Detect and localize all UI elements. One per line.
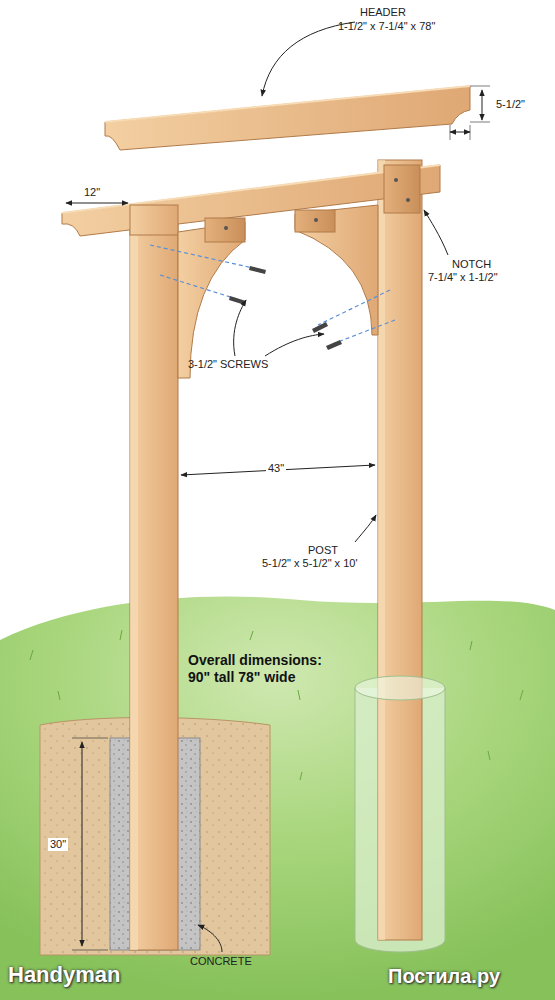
part-name: HEADER <box>360 6 406 19</box>
dimension: 5-1/2" <box>496 98 525 111</box>
dimension: 30" <box>48 838 68 851</box>
note: Overall dimensions: 90" tall 78" wide <box>188 652 338 686</box>
part-name: NOTCH <box>452 258 491 271</box>
dimension: 1-1/2" x 7-1/4" x 78" <box>338 20 435 33</box>
part-name: POST <box>308 544 338 557</box>
dimension: 5-1/2" x 5-1/2" x 10' <box>262 557 358 570</box>
watermark: Постила.ру <box>388 964 500 988</box>
dimension: 43" <box>266 462 286 475</box>
dimension: 7-1/4" x 1-1/2" <box>428 271 498 284</box>
dimension: 12" <box>84 186 100 199</box>
part-name: CONCRETE <box>190 955 252 968</box>
part-name: 3-1/2" SCREWS <box>188 358 268 371</box>
watermark: Handyman <box>8 962 120 988</box>
